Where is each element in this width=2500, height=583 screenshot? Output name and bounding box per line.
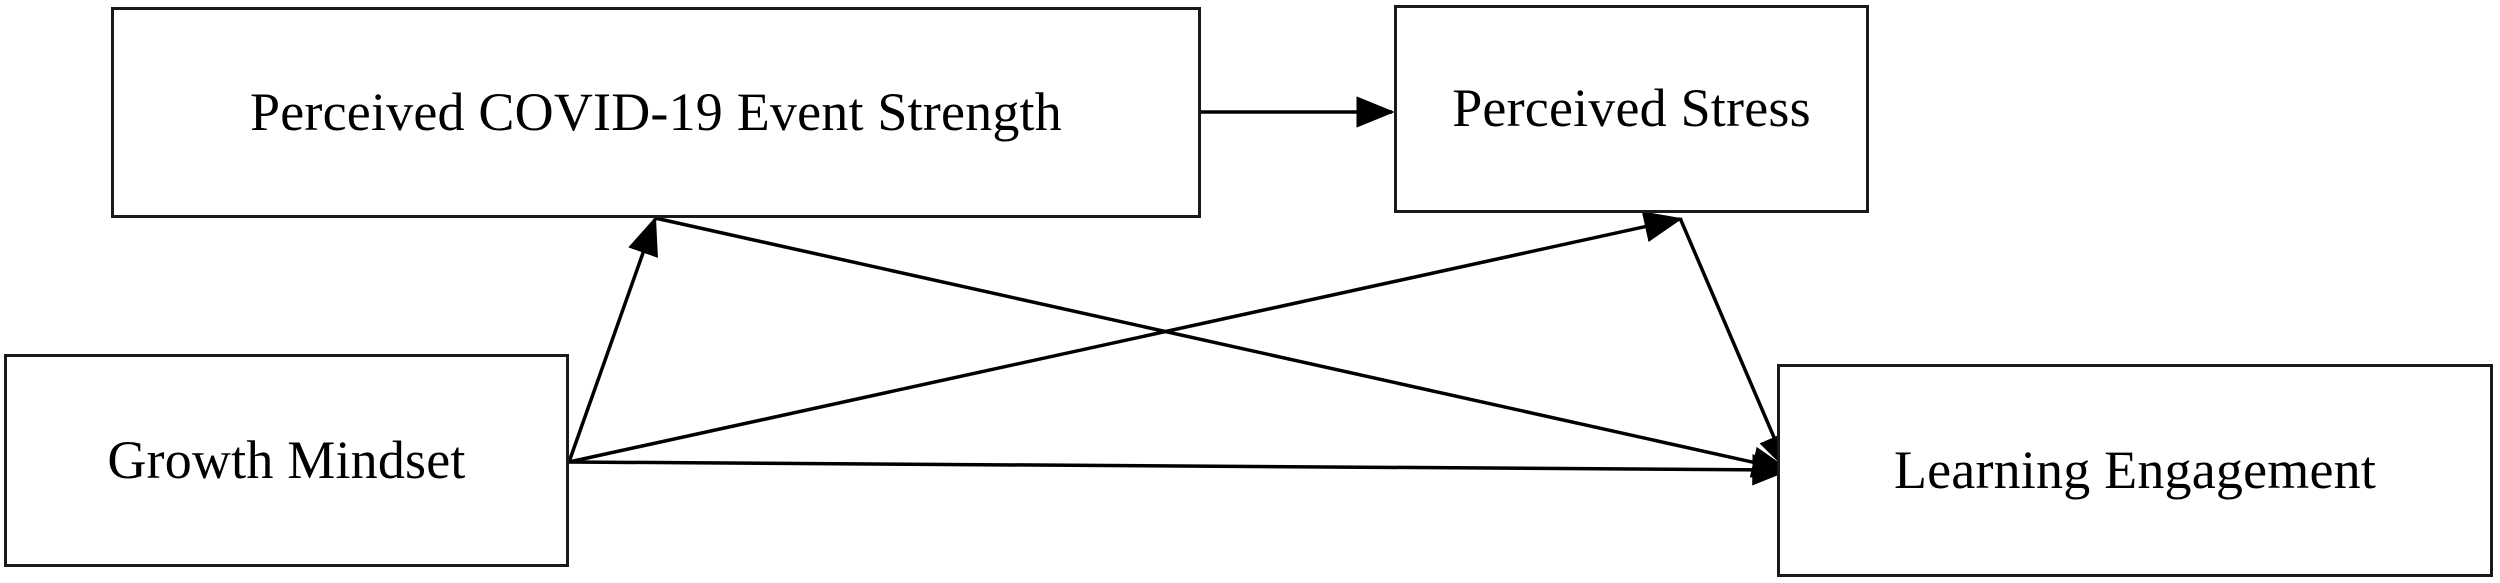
edge-mindset-to-stress xyxy=(568,211,1683,464)
edge-covid-to-learning xyxy=(654,216,1791,478)
node-label: Perceived COVID-19 Event Strength xyxy=(250,81,1062,142)
node-growth-mindset: Growth Mindset xyxy=(4,354,569,567)
node-perceived-covid-19-event-strength: Perceived COVID-19 Event Strength xyxy=(111,7,1201,218)
edge-mindset-to-learning xyxy=(568,454,1791,486)
edge-stress-to-learning xyxy=(1678,217,1790,473)
node-learning-engagement: Learning Engagement xyxy=(1777,364,2493,577)
node-perceived-stress: Perceived Stress xyxy=(1394,5,1869,213)
node-label: Learning Engagement xyxy=(1893,439,2377,500)
edge-mindset-to-covid xyxy=(567,216,658,463)
node-label: Perceived Stress xyxy=(1452,78,1811,139)
node-label: Growth Mindset xyxy=(107,429,466,490)
